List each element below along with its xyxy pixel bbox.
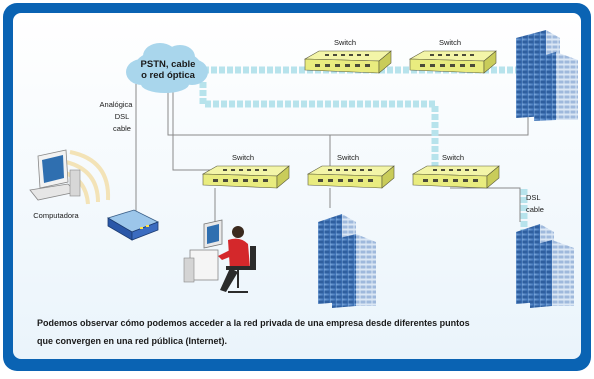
link-cloud-to-left-switch [172,88,210,171]
computer-label: Computadora [33,211,79,220]
inner-panel [13,13,581,359]
caption-line1: Podemos observar cómo podemos acceder a … [37,318,470,328]
switch-top-1: Switch [303,38,392,74]
user-head [232,226,244,238]
link-right-switch-to-building [450,187,521,222]
switch-bottom-1: Switch [201,153,290,189]
building-top-right [516,30,578,121]
switch-bottom-3-label: Switch [442,153,464,162]
switch-bottom-1-label: Switch [232,153,254,162]
desk [189,249,219,281]
cloud-label-line2: o red óptica [141,70,196,81]
user-torso [228,238,250,270]
user-at-workstation [183,219,256,293]
building-bottom-right [516,224,574,308]
switch-bottom-2-label: Switch [337,153,359,162]
user-monitor-screen [207,224,219,244]
switches: Switch Switch Switch Switch [201,38,500,189]
access-label-line1: Analógica [100,100,134,109]
modem [107,209,159,241]
dsl-label-line1: DSL [526,193,541,202]
cloud-label-line1: PSTN, cable [141,59,196,70]
dsl-label-line2: cable [526,205,544,214]
switch-top-2-label: Switch [439,38,461,47]
caption-line2: que convergen en una red pública (Intern… [37,336,227,346]
cloud-network: PSTN, cable o red óptica [126,43,208,93]
monitor-screen [42,155,64,183]
switch-bottom-2: Switch [306,153,395,189]
switch-bottom-3: Switch [411,153,500,189]
tower [69,169,81,197]
user-leg [220,268,238,292]
fiber-cloud-to-right-switch [199,82,439,170]
user-arm [218,250,232,260]
user-chair-base [228,270,248,293]
building-bottom-middle [318,214,376,308]
switch-top-2: Switch [408,38,497,74]
access-label-line2: DSL [115,112,130,121]
user-chair-seat [226,266,252,270]
access-label-line3: cable [113,124,131,133]
user-tower [183,257,195,283]
switch-top-1-label: Switch [334,38,356,47]
access-label: Analógica DSL cable [100,100,134,133]
computer: Computadora [29,149,111,220]
user-chair-back [250,246,256,270]
